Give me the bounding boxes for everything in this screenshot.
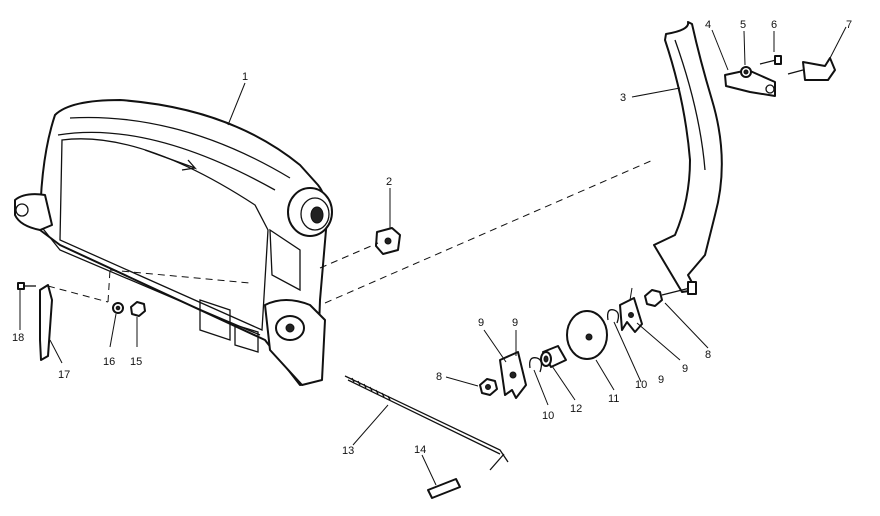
screw-part-6 xyxy=(759,55,782,65)
blade-guard-housing xyxy=(14,99,333,386)
clip-part-10-right xyxy=(606,309,620,324)
callout-2: 2 xyxy=(386,176,392,188)
square-nut-part-2 xyxy=(375,227,401,255)
clip-part-10-left xyxy=(529,357,543,373)
callout-13: 13 xyxy=(342,445,354,457)
nut-part-15 xyxy=(130,301,146,317)
callout-5: 5 xyxy=(740,19,746,31)
callout-9-d: 9 xyxy=(658,374,664,386)
callout-15: 15 xyxy=(130,356,142,368)
callout-10-a: 10 xyxy=(542,410,554,422)
pin-part-14 xyxy=(427,478,461,499)
callout-11: 11 xyxy=(608,393,619,405)
wing-nut-part-7 xyxy=(787,57,836,81)
callout-12: 12 xyxy=(570,403,582,415)
washer-part-5 xyxy=(740,66,752,78)
callout-10-b: 10 xyxy=(635,379,647,391)
guard-support-arm-part-3 xyxy=(653,21,723,293)
callout-14: 14 xyxy=(414,444,426,456)
callout-1: 1 xyxy=(242,71,248,83)
nut-part-8-right xyxy=(644,281,697,307)
callout-16: 16 xyxy=(103,356,115,368)
callout-17: 17 xyxy=(58,369,70,381)
callout-8-left: 8 xyxy=(436,371,442,383)
callout-6: 6 xyxy=(771,19,777,31)
screw-part-18 xyxy=(17,282,36,290)
threaded-rod-part-13 xyxy=(344,375,509,471)
plate-part-9-left xyxy=(499,351,527,399)
bushing-part-12 xyxy=(540,345,567,368)
nut-part-8-left xyxy=(479,378,498,396)
washer-part-16 xyxy=(112,302,124,314)
callout-3: 3 xyxy=(620,92,626,104)
callout-8-right: 8 xyxy=(705,349,711,361)
callout-9-c: 9 xyxy=(682,363,688,375)
callout-7: 7 xyxy=(846,19,852,31)
assembly-lines xyxy=(47,159,654,304)
disc-part-11 xyxy=(566,310,608,360)
leader-lines xyxy=(19,26,847,486)
callout-18: 18 xyxy=(12,332,24,344)
callout-9-a: 9 xyxy=(478,317,484,329)
callout-9-b: 9 xyxy=(512,317,518,329)
spring-clip-part-17 xyxy=(39,284,53,361)
callout-labels: 1 2 3 4 5 6 7 8 8 9 9 9 9 10 10 11 12 13… xyxy=(12,19,852,457)
plate-part-9-right xyxy=(619,297,643,333)
callout-4: 4 xyxy=(705,19,711,31)
